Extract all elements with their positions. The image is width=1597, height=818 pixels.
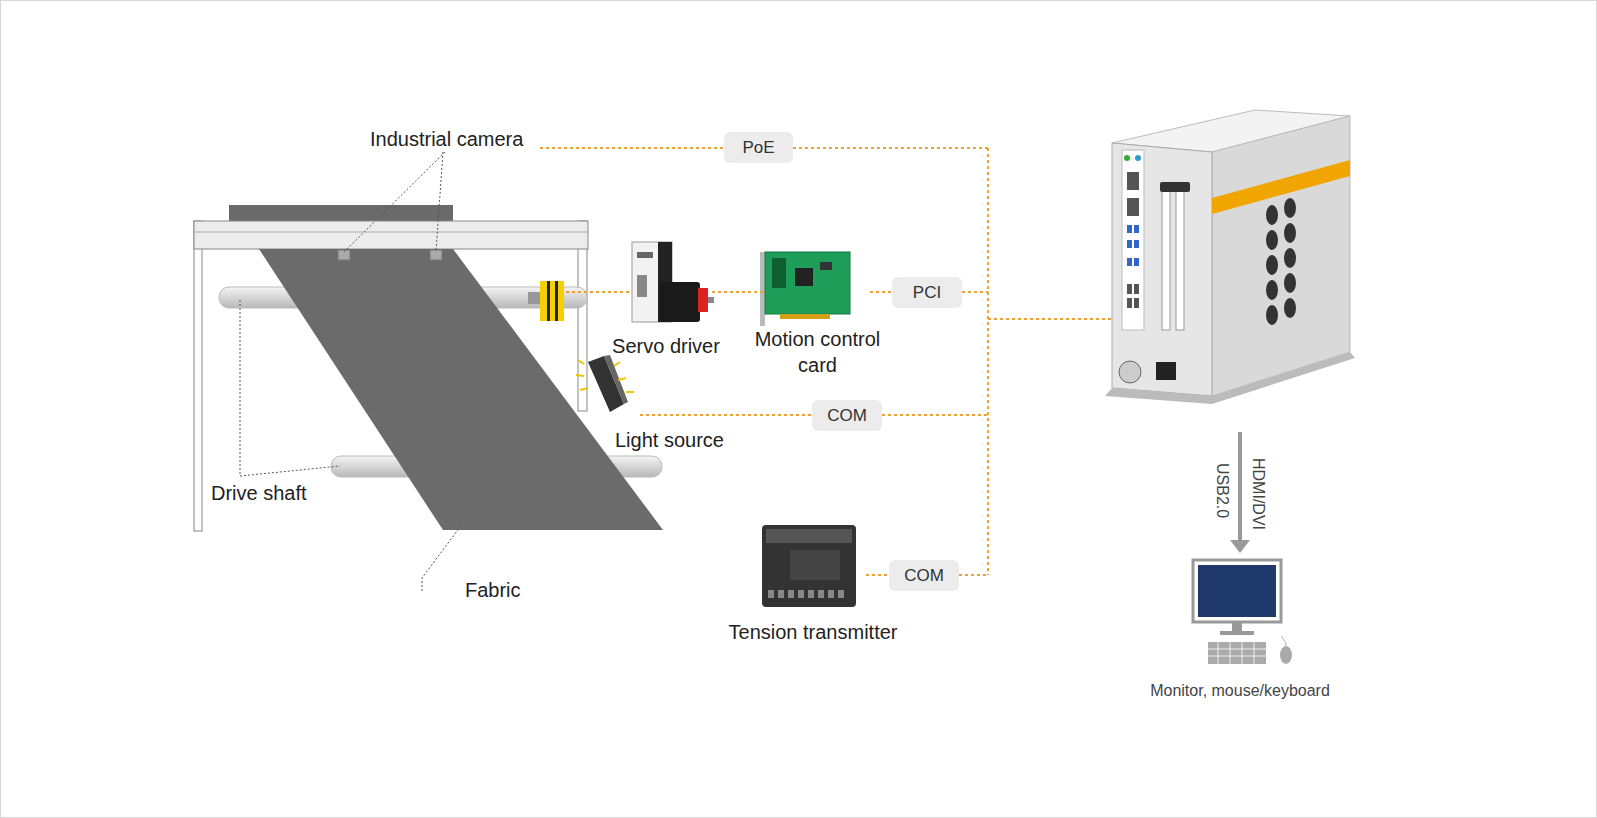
interface-tag: COM bbox=[889, 560, 959, 591]
display-arrow bbox=[1230, 432, 1250, 553]
node-text: PoE bbox=[742, 138, 774, 158]
part-label: Drive shaft bbox=[211, 482, 307, 505]
interface-tag: COM bbox=[812, 400, 882, 431]
node-text: Light source bbox=[615, 429, 724, 452]
signal-connector bbox=[540, 147, 724, 149]
node-text: COM bbox=[827, 406, 867, 426]
node-text: Servo driver bbox=[580, 335, 752, 358]
signal-connector bbox=[870, 291, 892, 293]
node-text: PCI bbox=[913, 283, 941, 303]
light-source-image bbox=[576, 355, 634, 412]
servo-driver-image bbox=[632, 242, 714, 322]
interface-tag: PoE bbox=[724, 132, 793, 163]
device-box: Tension transmitter bbox=[760, 520, 866, 644]
device-box: Monitor, mouse/keyboard bbox=[1180, 555, 1300, 700]
signal-connector bbox=[866, 574, 889, 576]
device-box: Light source bbox=[586, 352, 640, 452]
signal-connector bbox=[640, 414, 812, 416]
monitor-image bbox=[1193, 560, 1292, 664]
node-text: COM bbox=[904, 566, 944, 586]
node-text: Motion control card bbox=[740, 326, 895, 378]
device-box: Servo driver bbox=[620, 236, 712, 358]
signal-label: USB2.0 bbox=[1213, 463, 1231, 518]
machine-frame bbox=[194, 205, 663, 531]
motion-card-image bbox=[760, 252, 850, 326]
callout-heading: Industrial camera bbox=[370, 128, 540, 154]
node-text: Industrial camera bbox=[370, 128, 540, 151]
leader-lines bbox=[240, 152, 460, 591]
part-label: Fabric bbox=[465, 579, 521, 602]
signal-label: HDMI/DVI bbox=[1249, 458, 1267, 530]
node-text: Monitor, mouse/keyboard bbox=[1120, 682, 1360, 700]
node-text: Tension transmitter bbox=[720, 621, 906, 644]
industrial-pc bbox=[1105, 110, 1355, 404]
device-box: Motion control card bbox=[765, 244, 870, 378]
interface-tag: PCI bbox=[892, 277, 962, 308]
signal-connector bbox=[712, 291, 765, 293]
bus-wires bbox=[566, 148, 1112, 575]
tension-transmitter-image bbox=[762, 525, 856, 607]
